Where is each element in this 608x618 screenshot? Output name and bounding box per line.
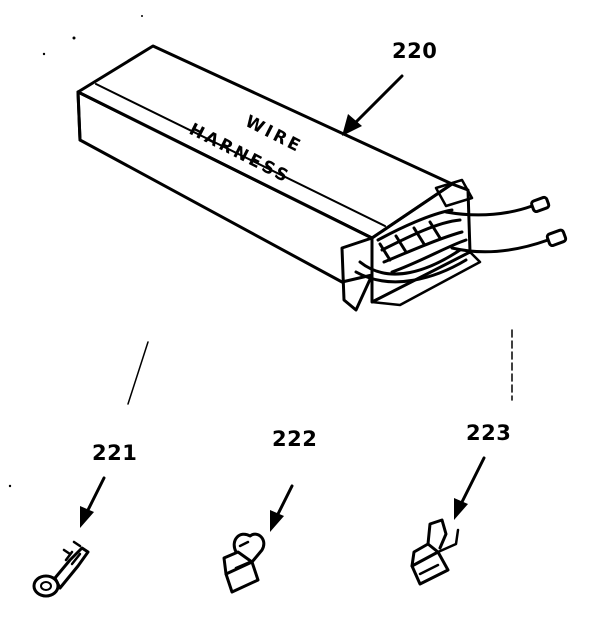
- wire-coil: [376, 208, 468, 274]
- wire-lead-upper: [444, 204, 534, 217]
- ring-terminal-icon: [32, 540, 90, 598]
- wire-harness-package: WIRE HARNESS: [76, 44, 568, 312]
- callout-220: 220: [392, 39, 437, 63]
- callout-221: 221: [92, 441, 137, 465]
- callout-223: 223: [466, 421, 511, 445]
- package-top-face: [76, 44, 454, 240]
- callout-223-arrow-icon: [454, 456, 486, 520]
- callout-220-arrow-icon: [342, 74, 404, 136]
- callout-221-arrow-icon: [80, 476, 106, 528]
- flag-terminal-icon: [410, 518, 460, 586]
- wire-connector-lower: [545, 228, 568, 248]
- package-open-flap: [340, 236, 374, 312]
- leader-line-left: [127, 341, 149, 405]
- callout-222-arrow-icon: [270, 484, 294, 532]
- callout-222: 222: [272, 427, 317, 451]
- spade-terminal-icon: [222, 532, 266, 594]
- wire-lead-lower: [450, 238, 550, 254]
- package-front-face: [76, 90, 374, 284]
- wire-connector-upper: [530, 195, 551, 214]
